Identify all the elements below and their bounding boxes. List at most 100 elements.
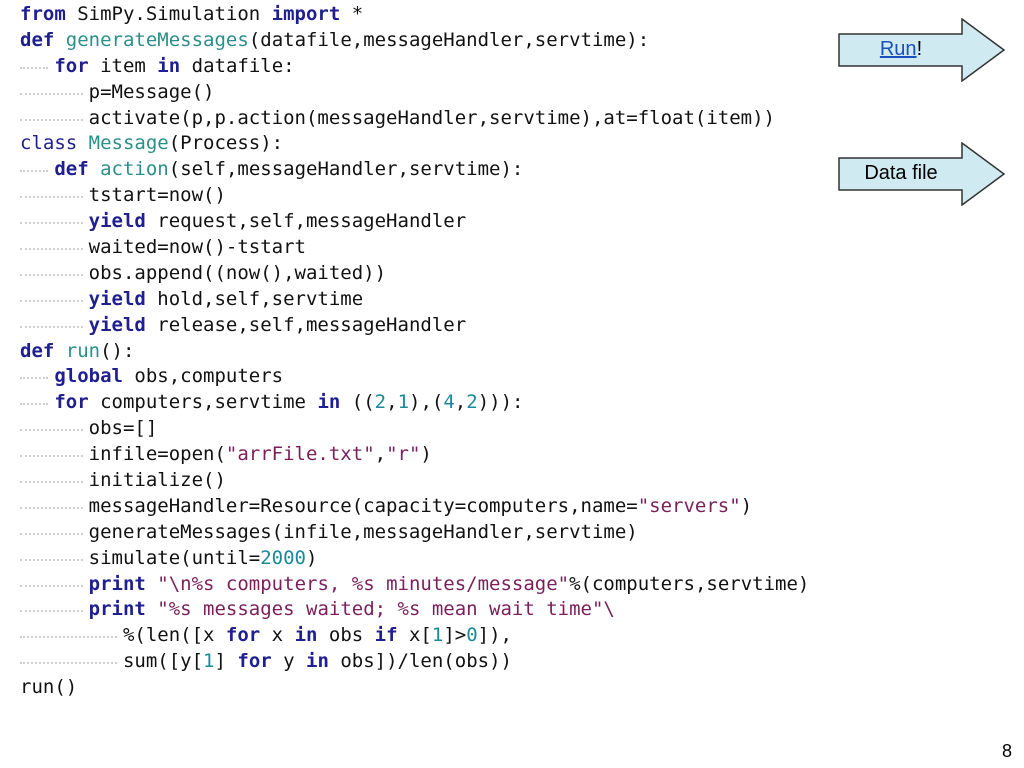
code-token: x <box>260 624 295 647</box>
code-line: activate(p,p.action(messageHandler,servt… <box>20 106 960 132</box>
code-listing: from SimPy.Simulation import *def genera… <box>20 2 960 730</box>
code-token: yield <box>88 210 146 233</box>
indent-guide <box>20 364 49 390</box>
code-token: "r" <box>386 443 421 466</box>
code-token: import <box>271 3 341 25</box>
code-token: if <box>374 624 398 647</box>
code-line: %(len([x for x in obs if x[1]>0]), <box>20 623 960 649</box>
code-token: activate(p,p.action(messageHandler,servt… <box>88 106 775 129</box>
code-line: tstart=now() <box>20 183 960 209</box>
code-token: ),( <box>409 391 444 414</box>
code-token: class <box>20 132 78 155</box>
code-token: item <box>88 54 158 77</box>
code-line: obs.append((now(),waited)) <box>20 261 960 287</box>
code-token: messageHandler=Resource(capacity=compute… <box>88 494 638 517</box>
code-token: generateMessages(infile,messageHandler,s… <box>88 520 638 543</box>
code-token: * <box>340 3 364 25</box>
code-token: "%s messages waited; %s mean wait time" <box>157 598 604 621</box>
code-line: infile=open("arrFile.txt","r") <box>20 442 960 468</box>
code-token: ]), <box>477 624 512 647</box>
code-token: in <box>294 624 318 647</box>
code-line: def run(): <box>20 339 960 365</box>
code-token: obs])/len(obs)) <box>328 650 512 673</box>
code-token <box>54 29 65 51</box>
code-token: 1 <box>431 624 444 647</box>
code-token <box>54 340 65 362</box>
code-token: in <box>306 650 329 673</box>
code-token: Message <box>88 132 169 155</box>
run-suffix: ! <box>916 38 923 60</box>
code-token: 4 <box>443 391 455 414</box>
code-line: p=Message() <box>20 80 960 106</box>
code-token: run() <box>20 676 78 699</box>
code-token: release,self,messageHandler <box>145 313 467 336</box>
indent-guide <box>20 287 83 313</box>
indent-guide <box>20 572 83 598</box>
data-file-button[interactable]: Data file <box>838 142 1006 206</box>
code-token: waited=now()-tstart <box>88 236 306 259</box>
run-button[interactable]: Run! <box>838 18 1006 82</box>
code-token: request,self,messageHandler <box>145 210 467 233</box>
code-token: computers,servtime <box>88 391 318 414</box>
code-token: obs,computers <box>122 365 284 388</box>
code-token: (self,messageHandler,servtime): <box>168 158 524 181</box>
code-token: %(len([x <box>122 624 226 647</box>
code-token: for <box>54 54 89 77</box>
code-line: from SimPy.Simulation import * <box>20 2 960 28</box>
right-arrow-icon <box>838 142 1006 206</box>
code-token: def <box>54 158 89 181</box>
code-token: , <box>386 391 398 414</box>
indent-guide <box>20 157 49 183</box>
code-token: y <box>271 650 307 673</box>
code-line: for item in datafile: <box>20 54 960 80</box>
code-line: def action(self,messageHandler,servtime)… <box>20 157 960 183</box>
code-token: x[ <box>397 624 432 647</box>
indent-guide <box>20 546 83 572</box>
code-token: print <box>88 598 146 621</box>
indent-guide <box>20 235 83 261</box>
code-token: p=Message() <box>88 80 215 103</box>
code-token: ] <box>214 650 238 673</box>
code-token: "servers" <box>637 494 741 517</box>
code-token: , <box>454 391 467 414</box>
code-line: yield hold,self,servtime <box>20 287 960 313</box>
indent-guide <box>20 54 49 80</box>
code-token: for <box>54 391 89 414</box>
code-token: (( <box>340 391 375 414</box>
code-line: def generateMessages(datafile,messageHan… <box>20 28 960 54</box>
indent-guide <box>20 106 83 132</box>
code-token: 0 <box>466 624 478 647</box>
code-line: run() <box>20 675 960 701</box>
code-token: run <box>65 339 101 362</box>
code-line: sum([y[1] for y in obs])/len(obs)) <box>20 649 960 675</box>
code-token: "\n%s computers, %s minutes/message" <box>157 572 570 595</box>
indent-guide <box>20 623 117 649</box>
code-token: tstart=now() <box>88 184 226 207</box>
code-token: ]> <box>443 624 467 647</box>
code-token: in <box>157 54 181 77</box>
code-token: ) <box>740 494 753 517</box>
code-token <box>89 158 100 180</box>
code-token: global <box>54 365 123 388</box>
code-token: (): <box>100 339 135 362</box>
code-token: obs.append((now(),waited)) <box>88 261 387 284</box>
code-line: for computers,servtime in ((2,1),(4,2)))… <box>20 390 960 416</box>
code-token: obs <box>317 624 375 647</box>
indent-guide <box>20 390 49 416</box>
page-number: 8 <box>1001 741 1012 761</box>
code-token: print <box>88 572 146 595</box>
code-token: "arrFile.txt" <box>225 443 375 466</box>
code-line: obs=[] <box>20 416 960 442</box>
code-token: ) <box>420 443 432 466</box>
code-token: in <box>317 391 341 414</box>
indent-guide <box>20 209 83 235</box>
code-token: sum([y[ <box>122 650 204 673</box>
indent-guide <box>20 313 83 339</box>
code-token <box>146 573 157 595</box>
right-arrow-icon <box>838 18 1006 82</box>
run-link[interactable]: Run <box>879 38 917 60</box>
indent-guide <box>20 442 83 468</box>
code-token: 2000 <box>260 546 306 569</box>
code-line: initialize() <box>20 468 960 494</box>
code-line: messageHandler=Resource(capacity=compute… <box>20 494 960 520</box>
